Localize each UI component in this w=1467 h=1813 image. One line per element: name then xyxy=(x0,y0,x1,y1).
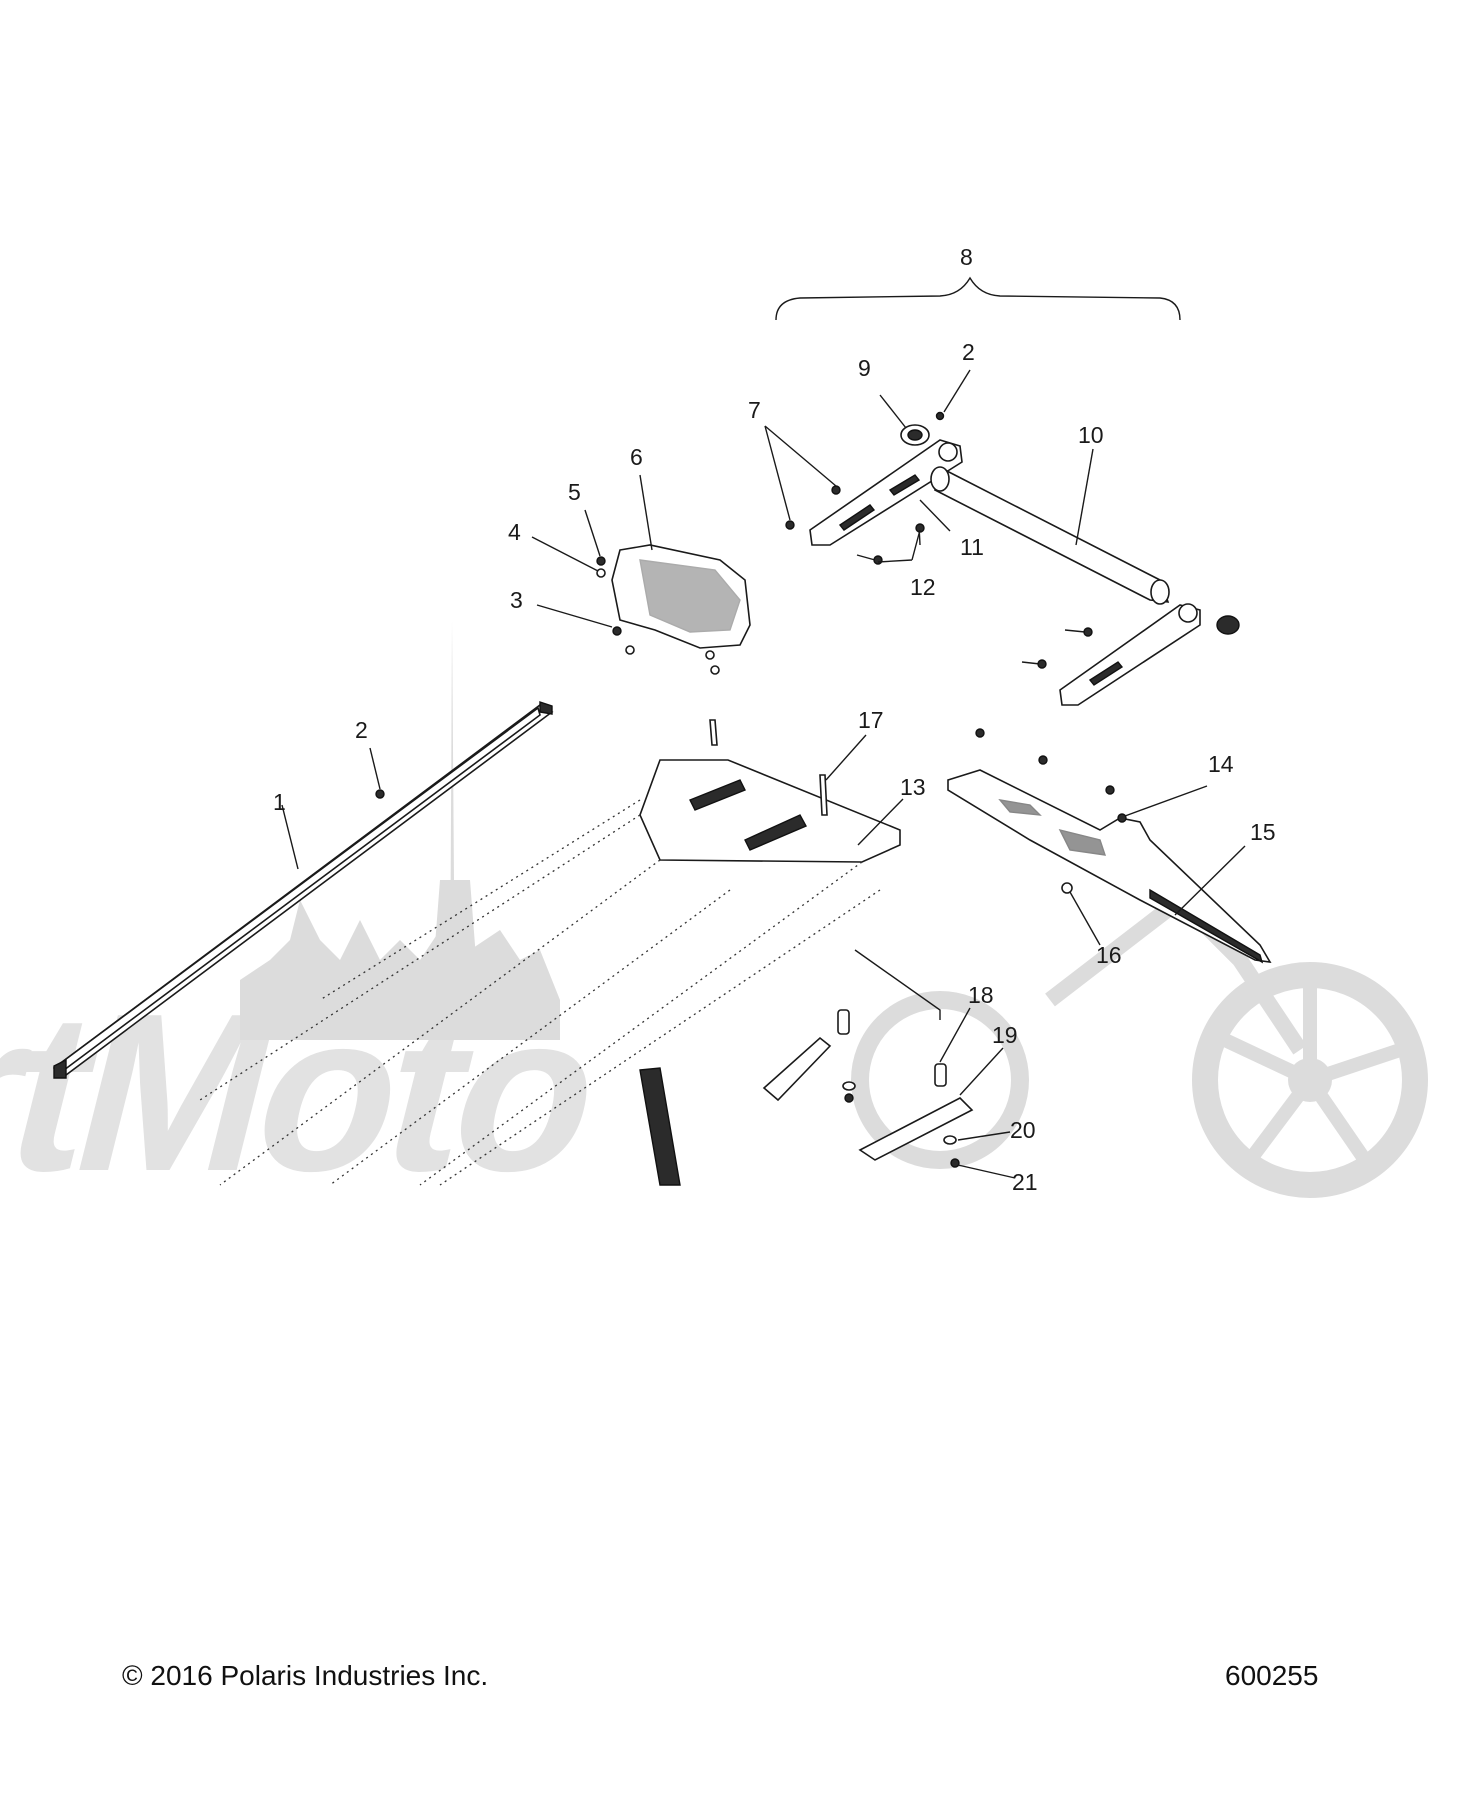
callout-4: 4 xyxy=(508,519,521,545)
part-19-runner xyxy=(762,1036,974,1161)
callout-5: 5 xyxy=(568,479,581,505)
part-6-housing xyxy=(611,544,751,675)
part-10-shaft xyxy=(930,466,1170,605)
part-11-arm xyxy=(809,439,963,546)
part-3-screw xyxy=(612,626,622,636)
part-9-bushing xyxy=(900,424,930,446)
callout-11: 11 xyxy=(960,534,984,560)
callout-2b: 2 xyxy=(962,339,975,365)
callout-labels: 1 2 2 3 4 5 6 7 8 9 10 11 12 13 14 15 16… xyxy=(273,244,1276,1195)
callout-10: 10 xyxy=(1078,422,1104,448)
assembly-bracket xyxy=(775,276,1181,321)
callout-3: 3 xyxy=(510,587,523,613)
watermark-city-silhouette xyxy=(240,900,560,1040)
part-11-arm-lower xyxy=(1059,603,1240,706)
callout-16: 16 xyxy=(1096,942,1122,968)
callout-1: 1 xyxy=(273,789,286,815)
part-12-bolt xyxy=(856,523,1093,669)
part-18-spacer xyxy=(837,1009,947,1087)
part-5-nut xyxy=(596,556,606,566)
callout-13: 13 xyxy=(900,774,926,800)
part-2-bolt xyxy=(375,789,385,799)
callout-21: 21 xyxy=(1012,1169,1038,1195)
part-2-bolt-upper xyxy=(935,411,945,421)
callout-18: 18 xyxy=(968,982,994,1008)
part-14-screw xyxy=(975,728,1127,823)
part-15-protector xyxy=(947,769,1272,964)
part-17-bolt xyxy=(709,719,828,816)
callout-12: 12 xyxy=(910,574,936,600)
callout-6: 6 xyxy=(630,444,643,470)
callout-15: 15 xyxy=(1250,819,1276,845)
part-21-nut xyxy=(844,1093,960,1168)
watermark-wheel-spokes xyxy=(1222,985,1403,1165)
callout-9: 9 xyxy=(858,355,871,381)
watermark-wheel-left-icon xyxy=(851,991,1029,1169)
watermark-wheel-icon xyxy=(1192,962,1428,1198)
part-13-tunnel-assembly xyxy=(199,759,901,1186)
callout-20: 20 xyxy=(1010,1117,1036,1143)
callout-17: 17 xyxy=(858,707,884,733)
callout-19: 19 xyxy=(992,1022,1018,1048)
part-20-washer xyxy=(842,1081,957,1145)
part-16-rivet xyxy=(1061,882,1073,894)
part-4-washer xyxy=(596,568,606,578)
callout-7: 7 xyxy=(748,397,761,423)
leader-lines xyxy=(281,369,1246,1179)
callout-2a: 2 xyxy=(355,717,368,743)
watermark-church-spire xyxy=(430,620,480,1010)
callout-14: 14 xyxy=(1208,751,1234,777)
diagram-number: 600255 xyxy=(1225,1660,1319,1691)
callout-8: 8 xyxy=(960,244,973,270)
part-1-rail-strip xyxy=(53,701,554,1079)
copyright-notice: © 2016 Polaris Industries Inc. xyxy=(122,1660,489,1691)
